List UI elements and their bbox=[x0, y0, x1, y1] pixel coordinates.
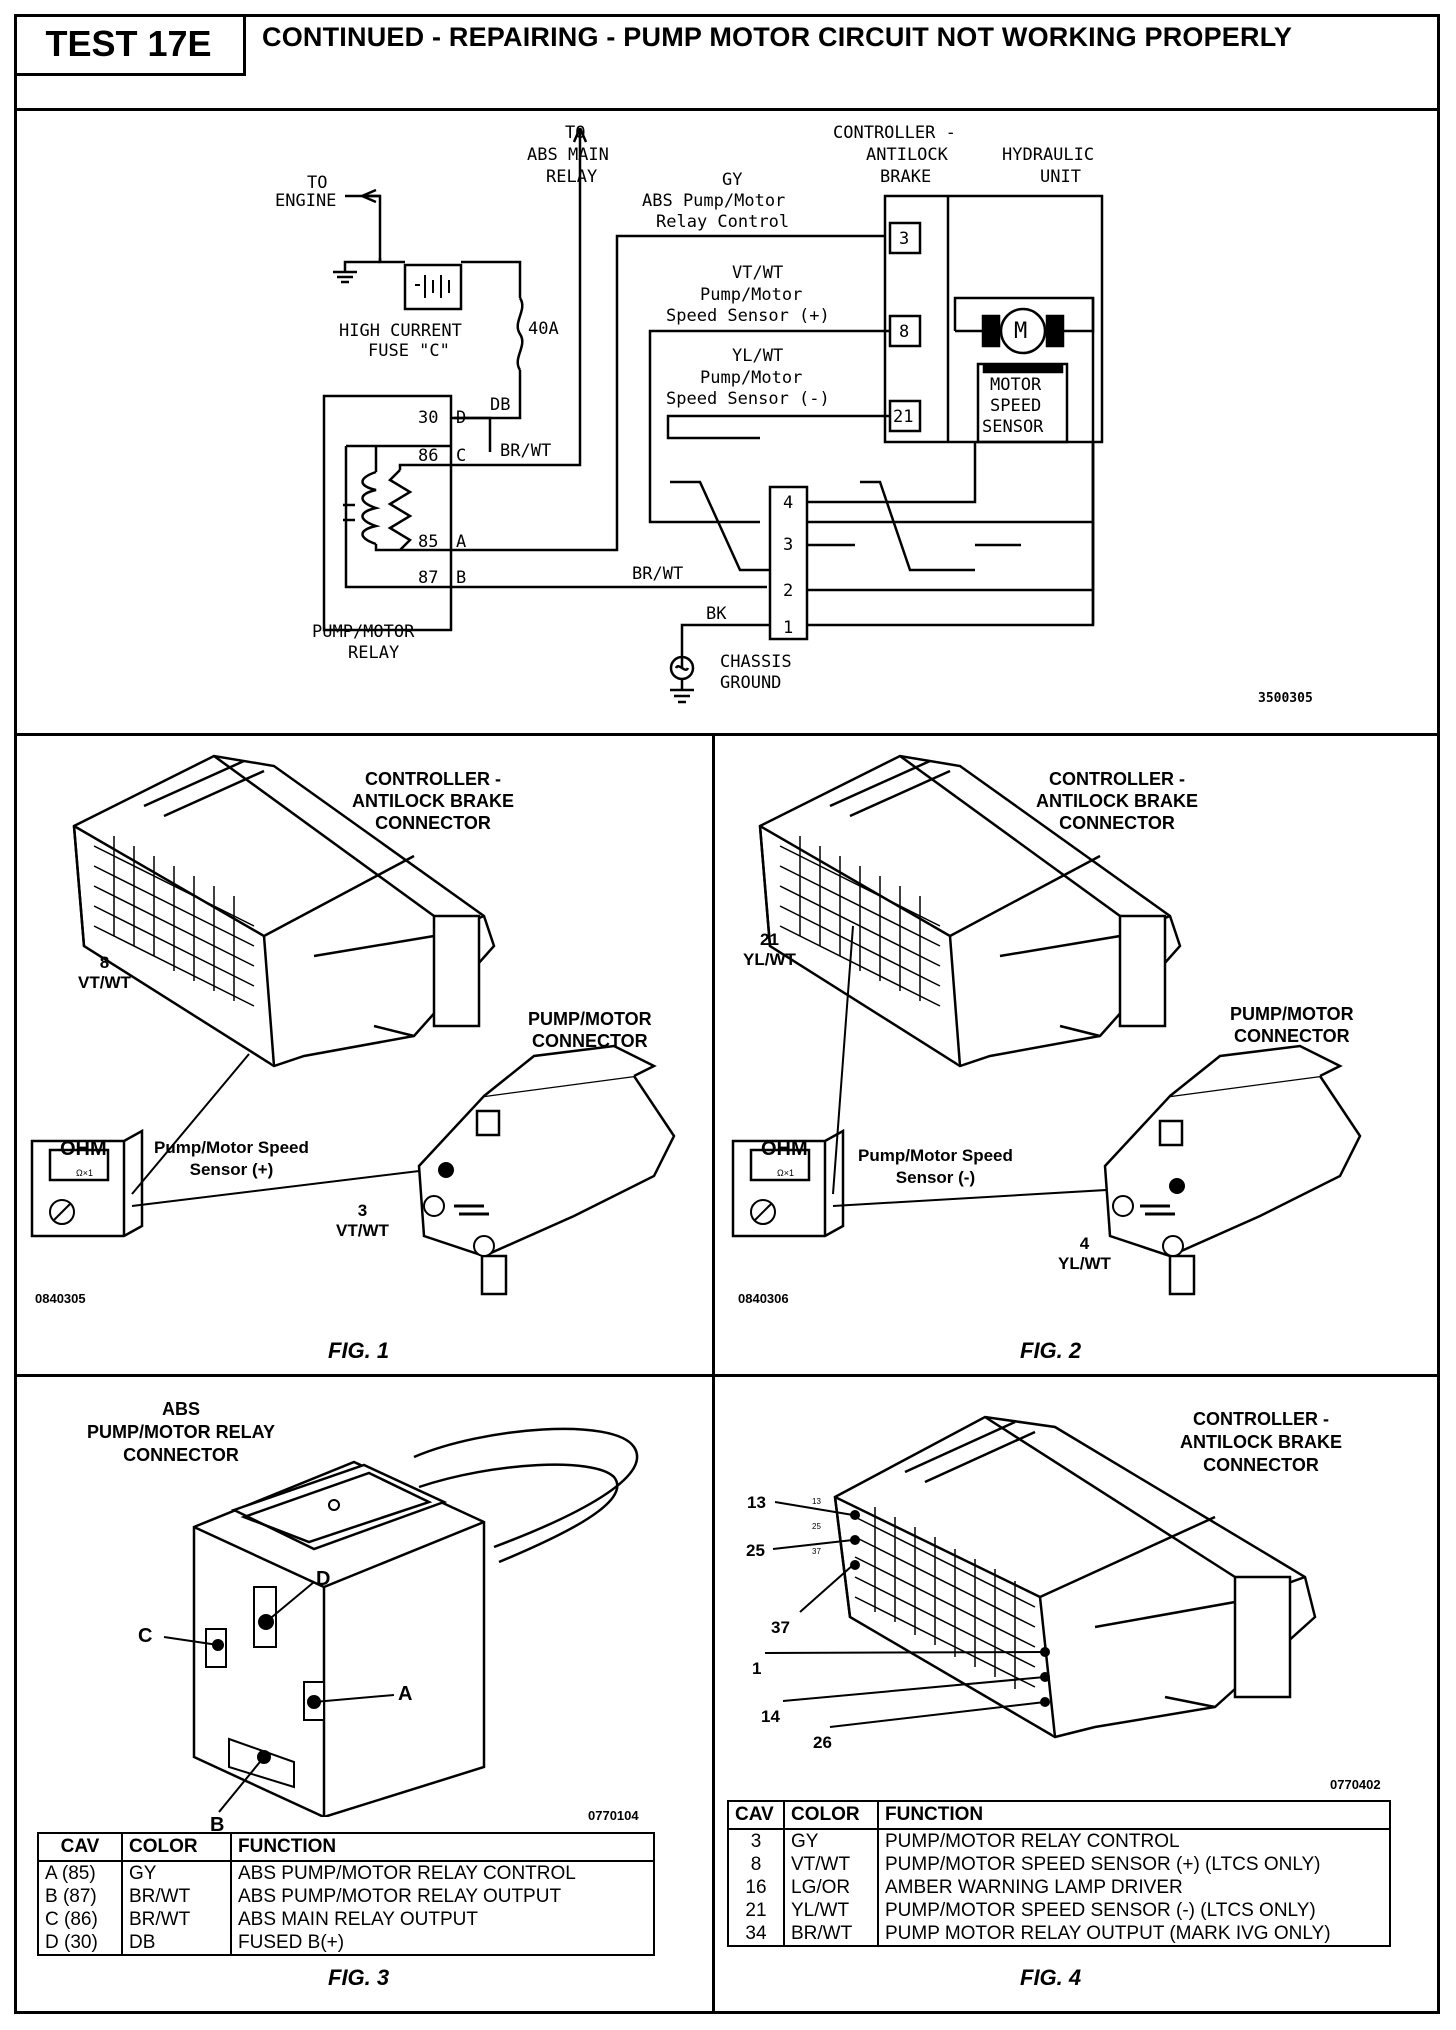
relay-pin-87: 87 bbox=[418, 568, 438, 588]
col-header: COLOR bbox=[121, 1832, 232, 1862]
divider bbox=[14, 108, 1440, 111]
fig4-callout-25: 25 bbox=[746, 1541, 765, 1560]
connector-pin-4: 4 bbox=[783, 493, 793, 513]
motor-symbol: M bbox=[1014, 319, 1027, 344]
fig4-small-pin-25: 25 bbox=[812, 1522, 821, 1531]
schematic-code: 3500305 bbox=[1258, 691, 1313, 706]
relay-pin-a: A bbox=[456, 532, 466, 552]
fig3-cavity-c: C bbox=[138, 1625, 153, 1647]
fig2-meter-readout: OHM bbox=[761, 1138, 808, 1160]
wire-brwt-upper-label: BR/WT bbox=[500, 441, 551, 461]
col-header: CAV bbox=[37, 1832, 123, 1862]
fig4-callout-1: 1 bbox=[752, 1659, 762, 1678]
relay-pin-c: C bbox=[456, 446, 466, 466]
fig1-meter-readout: OHM bbox=[60, 1138, 107, 1160]
col-header: COLOR bbox=[783, 1800, 879, 1830]
fig2-code: 0840306 bbox=[738, 1291, 789, 1306]
fig4-caption: FIG. 4 bbox=[1020, 1965, 1082, 1990]
relay-pin-85: 85 bbox=[418, 532, 438, 552]
relay-pin-86: 86 bbox=[418, 446, 438, 466]
fig4-callout-26: 26 bbox=[813, 1733, 832, 1752]
fig4-small-pin-13: 13 bbox=[812, 1497, 821, 1506]
controller-pin-21: 21 bbox=[893, 407, 913, 427]
test-label: TEST 17E bbox=[14, 14, 246, 76]
page-title: CONTINUED - REPAIRING - PUMP MOTOR CIRCU… bbox=[262, 22, 1293, 52]
wire-brwt-lower-label: BR/WT bbox=[632, 564, 683, 584]
fig1-code: 0840305 bbox=[35, 1291, 86, 1306]
fig3-code: 0770104 bbox=[588, 1808, 639, 1823]
fig4-small-pin-37: 37 bbox=[812, 1547, 821, 1556]
fig4-code: 0770402 bbox=[1330, 1777, 1381, 1792]
col-header: CAV bbox=[727, 1800, 785, 1830]
relay-pin-30: 30 bbox=[418, 408, 438, 428]
fuse-rating: 40A bbox=[528, 319, 559, 339]
connector-pin-3: 3 bbox=[783, 535, 793, 555]
divider bbox=[14, 733, 1440, 736]
fig2-meter-scale: Ω×1 bbox=[777, 1168, 794, 1178]
fig3-cavity-a: A bbox=[398, 1683, 413, 1705]
fig4-callout-13: 13 bbox=[747, 1493, 766, 1512]
fig3-cavity-d: D bbox=[316, 1568, 331, 1590]
col-header: FUNCTION bbox=[877, 1800, 1391, 1830]
fig2-caption: FIG. 2 bbox=[1020, 1338, 1082, 1363]
wire-bk-label: BK bbox=[706, 604, 727, 624]
col-header: FUNCTION bbox=[230, 1832, 655, 1862]
connector-pin-1: 1 bbox=[783, 618, 793, 638]
fig4-callout-37: 37 bbox=[771, 1618, 790, 1637]
page-frame bbox=[14, 14, 1440, 2014]
controller-pin-8: 8 bbox=[899, 322, 909, 342]
controller-pin-3: 3 bbox=[899, 229, 909, 249]
fig3-caption: FIG. 3 bbox=[328, 1965, 390, 1990]
fig4-illustration bbox=[764, 1415, 1317, 1739]
relay-pin-d: D bbox=[456, 408, 466, 428]
divider bbox=[712, 733, 715, 2014]
fig1-meter-scale: Ω×1 bbox=[76, 1168, 93, 1178]
connector-pin-2: 2 bbox=[783, 581, 793, 601]
fig2-illustration bbox=[731, 754, 1362, 1296]
fig1-illustration bbox=[30, 754, 676, 1296]
fig3-illustration bbox=[163, 1427, 639, 1817]
fig4-callout-14: 14 bbox=[761, 1707, 780, 1726]
fig3-cavity-b: B bbox=[210, 1814, 225, 1836]
relay-pin-b: B bbox=[456, 568, 466, 588]
fig1-caption: FIG. 1 bbox=[328, 1338, 390, 1363]
divider bbox=[14, 1374, 1440, 1377]
wire-db-label: DB bbox=[490, 395, 510, 415]
